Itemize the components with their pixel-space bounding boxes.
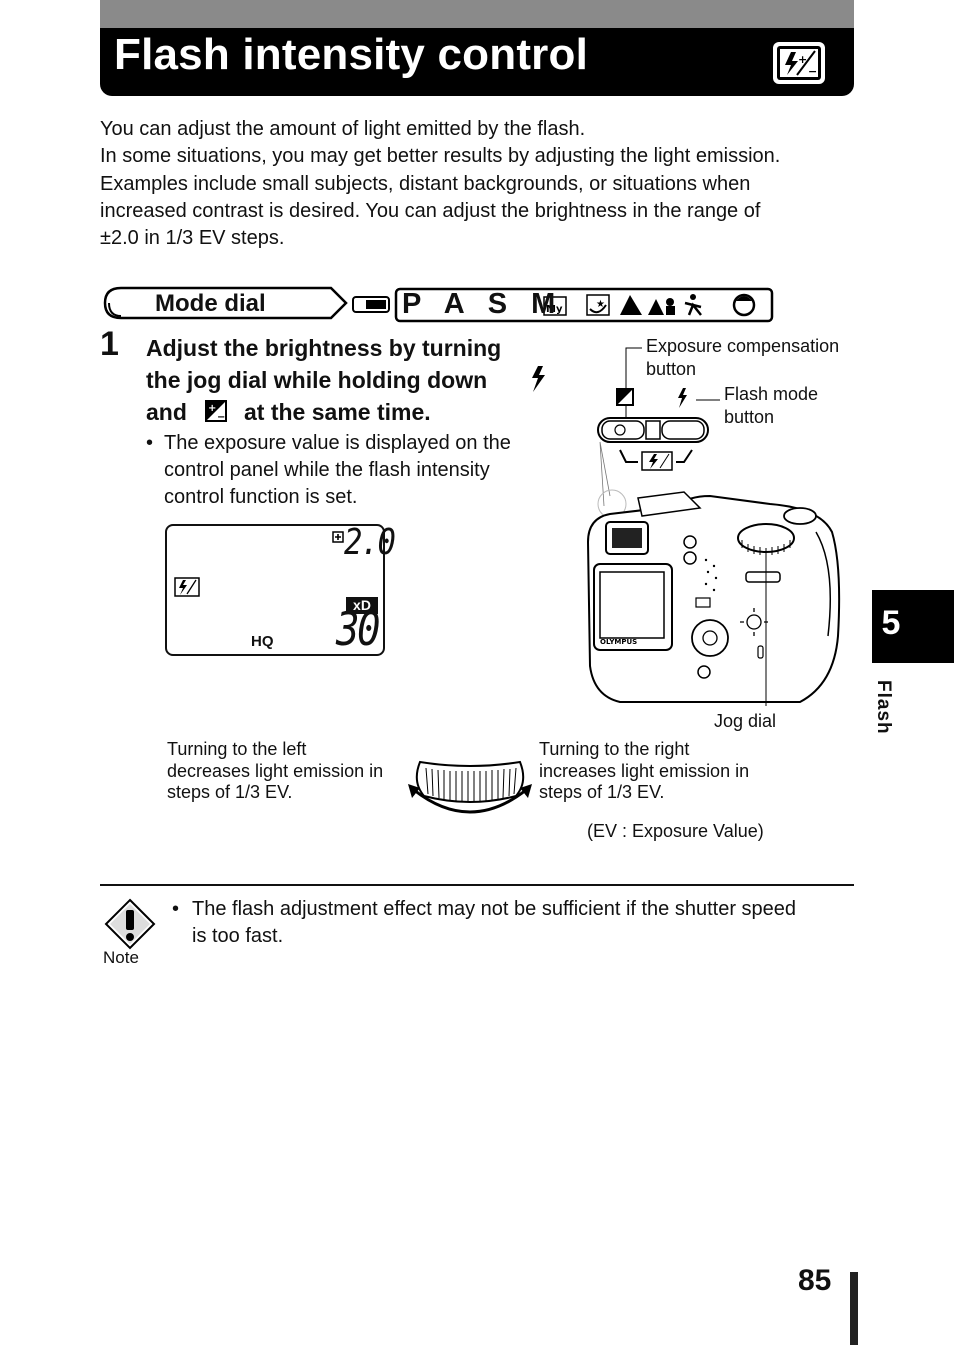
bullet-dot: •	[146, 432, 154, 454]
mode-dial-strip: My ★	[352, 287, 774, 323]
note-line: is too fast.	[192, 925, 284, 947]
caption-line: steps of 1/3 EV.	[539, 782, 665, 802]
svg-text:+: +	[798, 53, 807, 66]
flash-button-callout: Flash mode	[724, 384, 819, 404]
step-instruction-line: at the same time.	[244, 399, 431, 425]
jog-dial-diagram	[408, 760, 532, 814]
night-scene-icon: ★	[586, 294, 610, 316]
turn-right-caption: Turning to the right increases light emi…	[539, 739, 789, 804]
intro-line: You can adjust the amount of light emitt…	[100, 118, 586, 140]
ev-footnote: (EV : Exposure Value)	[587, 821, 764, 841]
lcd-frame-count: 30	[336, 602, 381, 656]
intro-line: In some situations, you may get better r…	[100, 145, 781, 168]
chapter-number: 5	[881, 604, 901, 642]
step-number: 1	[100, 325, 119, 363]
title-band	[100, 0, 854, 28]
exposure-button-callout: Exposure compensation	[646, 336, 840, 356]
caption-line: steps of 1/3 EV.	[167, 782, 293, 802]
plus-minus-icon	[332, 531, 344, 543]
caption-line: decreases light emission in	[167, 760, 384, 781]
mode-dial-label: Mode dial	[155, 290, 266, 317]
my-mode-icon: My	[543, 296, 567, 316]
note-line: The flash adjustment effect may not be s…	[192, 898, 797, 920]
note-text: • The flash adjustment effect may not be…	[172, 896, 862, 950]
svg-text:+: +	[208, 403, 216, 414]
caption-line: increases light emission in	[539, 760, 750, 781]
lcd-ev-value: 2.0	[344, 522, 396, 563]
turn-left-caption: Turning to the left decreases light emis…	[167, 739, 407, 804]
svg-text:OLYMPUS: OLYMPUS	[600, 638, 637, 646]
intro-text: You can adjust the amount of light emitt…	[100, 116, 860, 252]
warning-note-icon	[104, 898, 156, 950]
svg-text:★: ★	[596, 299, 605, 310]
exposure-compensation-icon: + −	[205, 400, 227, 423]
flash-intensity-indicator-icon	[174, 577, 200, 597]
exposure-button-callout: button	[646, 359, 697, 379]
step-instruction-line: the jog dial while holding down	[146, 367, 488, 393]
bullet-line: The exposure value is displayed on the	[164, 432, 511, 454]
flash-button-callout: button	[724, 407, 775, 427]
step-instruction-line: Adjust the brightness by turning	[146, 335, 502, 361]
page-number-bar	[850, 1272, 858, 1345]
svg-text:−: −	[808, 65, 817, 78]
landscape-portrait-icon	[648, 298, 675, 315]
flash-intensity-icon: + −	[773, 42, 825, 84]
svg-text:−: −	[217, 412, 225, 423]
portrait-icon	[732, 293, 756, 317]
title-bar	[100, 28, 854, 96]
caption-line: Turning to the right	[539, 739, 690, 759]
step-bullet: • The exposure value is displayed on the…	[146, 430, 566, 511]
chapter-label: Flash	[873, 680, 894, 735]
xd-card-indicator: xD	[346, 597, 378, 614]
page-title: Flash intensity control	[114, 30, 588, 79]
bullet-dot: •	[172, 898, 180, 920]
step-instruction-line: and	[146, 399, 187, 425]
chapter-tab	[872, 590, 954, 663]
note-label: Note	[103, 948, 139, 967]
bullet-line: control panel while the flash intensity	[164, 459, 490, 481]
intro-line: ±2.0 in 1/3 EV steps.	[100, 227, 285, 250]
flash-icon	[532, 366, 545, 392]
jog-dial-callout: Jog dial	[714, 711, 777, 731]
lcd-quality: HQ	[251, 633, 274, 650]
sports-icon	[684, 294, 702, 316]
page-number: 85	[798, 1264, 832, 1297]
note-divider	[100, 884, 854, 886]
mode-dial-label-frame	[103, 286, 348, 320]
svg-text:My: My	[546, 304, 563, 315]
intro-line: Examples include small subjects, distant…	[100, 172, 751, 195]
bullet-line: control function is set.	[164, 486, 358, 508]
landscape-icon	[620, 295, 642, 315]
caption-line: Turning to the left	[167, 739, 307, 759]
intro-line: increased contrast is desired. You can a…	[100, 199, 761, 222]
mode-letters: P A S M	[402, 288, 564, 320]
camera-illustration: OLYMPUS	[586, 347, 841, 706]
control-panel-display	[165, 524, 385, 656]
